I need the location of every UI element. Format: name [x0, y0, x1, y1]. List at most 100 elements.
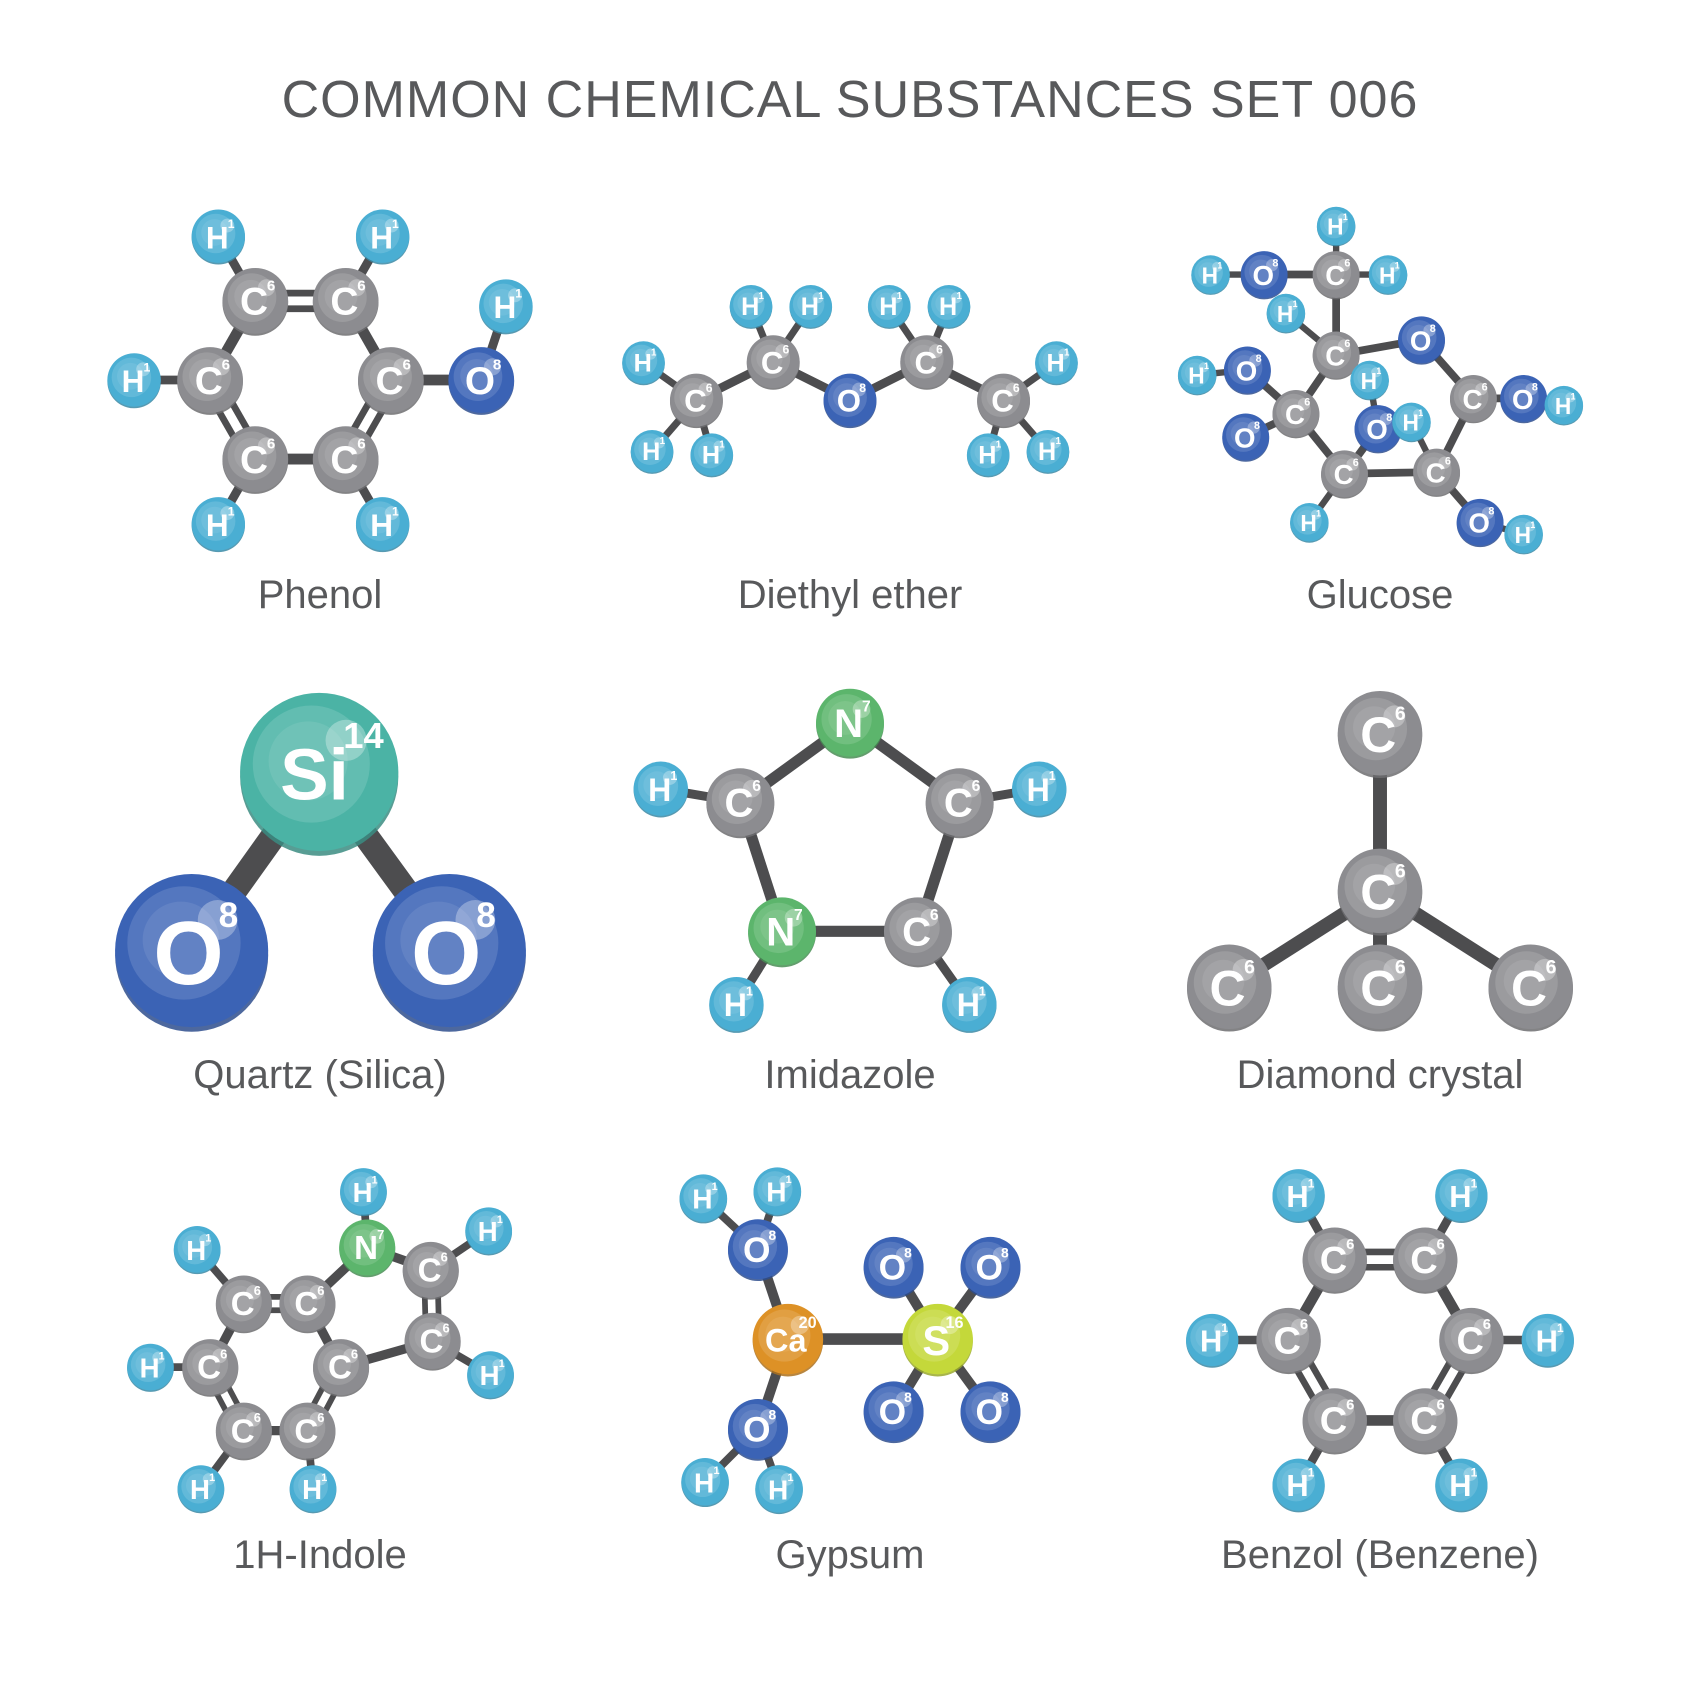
atom-symbol: O: [1511, 384, 1533, 415]
atom-symbol: O: [976, 1393, 1003, 1432]
atom-symbol: H: [801, 293, 819, 321]
atom-symbol: H: [370, 219, 393, 255]
atom-symbol: H: [1379, 262, 1395, 288]
atom-symbol: H: [122, 363, 145, 399]
atom-symbol: H: [1038, 438, 1056, 466]
atom-o: O8: [863, 1381, 924, 1444]
atom-number: 6: [972, 778, 981, 795]
atom-number: 1: [759, 290, 765, 301]
atom-symbol: C: [294, 1286, 318, 1323]
bond-single: [1395, 897, 1515, 981]
atom-number: 1: [713, 1465, 719, 1477]
atom-symbol: C: [327, 1350, 351, 1387]
molecule-caption-benzol-benzene: Benzol (Benzene): [1221, 1533, 1539, 1577]
atom-number: 1: [1342, 212, 1347, 222]
atom-symbol: N: [766, 911, 795, 955]
atom-symbol: O: [1366, 414, 1388, 445]
atom-number: 8: [768, 1228, 776, 1243]
atom-symbol: O: [1252, 260, 1274, 291]
atom-number: 6: [220, 1347, 227, 1362]
atom-o: O8: [1221, 413, 1269, 462]
atom-symbol: C: [1462, 384, 1482, 415]
atom-o: O8: [1499, 374, 1547, 424]
atom-symbol: C: [1410, 1240, 1437, 1282]
atom-o: O8: [114, 874, 268, 1032]
atom-number: 6: [1013, 380, 1020, 394]
atom-symbol: O: [879, 1393, 906, 1432]
atom-symbol: H: [493, 289, 516, 325]
atom-number: 8: [1255, 353, 1261, 365]
atom-o: O8: [1397, 316, 1445, 365]
atom-number: 6: [1483, 1317, 1491, 1333]
atom-number: 1: [1049, 769, 1056, 783]
atom-symbol: O: [976, 1249, 1003, 1288]
atom-number: 8: [493, 356, 501, 373]
atom-c: C6: [1337, 848, 1423, 936]
atom-symbol: O: [743, 1411, 770, 1450]
atom-number: 8: [1253, 420, 1259, 432]
atom-symbol: H: [302, 1474, 322, 1505]
atom-symbol: C: [1456, 1320, 1483, 1362]
atom-number: 1: [496, 1214, 502, 1226]
atom-symbol: Si: [280, 735, 349, 816]
atom-number: 1: [996, 439, 1002, 450]
atom-symbol: C: [376, 360, 404, 403]
atom-symbol: C: [1320, 1240, 1347, 1282]
atom-symbol: C: [1410, 1401, 1437, 1443]
atom-number: 1: [786, 1174, 792, 1186]
atom-o: O8: [823, 373, 877, 428]
atom-c: C6: [1393, 1227, 1458, 1294]
atom-symbol: C: [1274, 1320, 1301, 1362]
atom-symbol: H: [186, 1235, 206, 1266]
atom-number: 16: [946, 1314, 964, 1332]
atom-number: 6: [1395, 956, 1406, 978]
atom-o: O8: [863, 1236, 924, 1299]
atom-symbol: H: [1536, 1324, 1558, 1359]
atom-number: 1: [670, 769, 677, 783]
atom-number: 6: [1244, 956, 1255, 978]
atom-symbol: C: [991, 383, 1014, 418]
atom-c: C6: [312, 268, 379, 336]
atom-number: 6: [267, 435, 275, 452]
atom-number: 8: [1001, 1390, 1009, 1405]
atom-o: O8: [372, 874, 526, 1032]
atom-number: 6: [1546, 956, 1557, 978]
atom-symbol: C: [419, 1324, 443, 1361]
atom-number: 7: [794, 907, 803, 924]
molecule-caption-imidazole: Imidazole: [764, 1053, 936, 1097]
atom-symbol: O: [743, 1231, 770, 1270]
atom-number: 6: [317, 1283, 324, 1298]
atom-symbol: H: [477, 1216, 497, 1247]
molecule-caption-phenol: Phenol: [257, 573, 383, 617]
molecule-caption-glucose: Glucose: [1306, 573, 1454, 617]
atom-symbol: H: [1554, 393, 1570, 419]
atom-number: 8: [218, 896, 238, 935]
atom-symbol: H: [879, 293, 897, 321]
atom-number: 8: [904, 1390, 912, 1405]
